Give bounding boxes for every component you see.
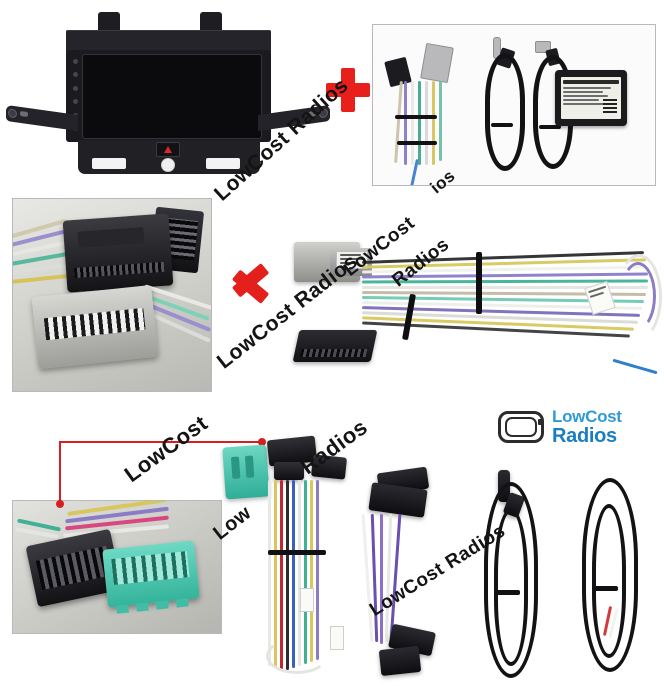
canbus-decoder-module xyxy=(555,70,627,126)
closeup-black-connector xyxy=(62,213,174,293)
harness-black-connector xyxy=(292,330,378,362)
wing-slot-left xyxy=(20,110,28,118)
side-button-1 xyxy=(72,59,78,64)
connector-closeup-panel xyxy=(12,198,212,392)
wing-pin-left xyxy=(8,108,17,119)
hazard-triangle-icon xyxy=(164,146,172,153)
harness-wire-bundle xyxy=(361,251,662,344)
green-connector-closeup-panel xyxy=(12,500,222,634)
accessory-panel xyxy=(372,24,656,186)
accessory-power-harness xyxy=(384,37,459,185)
head-unit-body xyxy=(66,50,271,142)
fascia-cutout-right xyxy=(206,158,240,169)
cable-tie-1 xyxy=(395,115,437,119)
green-harness-black-connector-3 xyxy=(274,462,304,480)
green-harness-tag-1 xyxy=(300,588,314,612)
head-unit-top-bracket xyxy=(66,30,271,52)
harness-blue-wire xyxy=(612,358,658,375)
fascia-cutout-left xyxy=(92,158,126,169)
side-button-4 xyxy=(72,99,78,105)
fascia-lower-trim xyxy=(78,140,260,174)
harness-connector-sticker xyxy=(336,251,368,269)
module-label xyxy=(561,77,621,119)
module-qr-code xyxy=(603,99,617,113)
mount-clip-right xyxy=(200,12,222,32)
logo-text-lowcost: LowCost xyxy=(552,407,622,426)
green-harness-wires xyxy=(266,480,328,674)
logo-text-radios: Radios xyxy=(552,425,617,447)
side-button-3 xyxy=(72,85,78,91)
green-harness-tie xyxy=(268,550,326,555)
closeup-gray-connector xyxy=(31,284,159,370)
cable-tie-2 xyxy=(397,141,437,145)
green-harness-tag-2 xyxy=(330,626,344,650)
green-harness-connector xyxy=(222,444,270,500)
side-button-2 xyxy=(72,72,78,78)
bottom-cable-adapter xyxy=(356,466,466,690)
head-unit-figure xyxy=(6,2,330,187)
bottom-antenna-cable xyxy=(478,468,548,688)
brand-logo: LowCost Radios xyxy=(498,404,648,450)
plus-sign-icon xyxy=(326,68,370,112)
screen-icon xyxy=(498,411,544,443)
harness-cable-tie-1 xyxy=(476,252,482,314)
accessory-antenna-cable xyxy=(479,37,525,171)
harness-gray-plug xyxy=(420,42,454,84)
watermark-5: LowCost xyxy=(119,410,213,488)
arrow-left-icon xyxy=(228,258,282,308)
hazard-button xyxy=(156,142,180,157)
bottom-extension-cable xyxy=(576,478,644,686)
main-harness-figure xyxy=(286,234,662,386)
green-adapter-harness xyxy=(218,435,358,696)
mount-clip-left xyxy=(98,12,120,32)
inset-green-connector xyxy=(102,540,200,614)
fascia-knob xyxy=(161,158,175,172)
head-unit-screen xyxy=(83,55,261,138)
